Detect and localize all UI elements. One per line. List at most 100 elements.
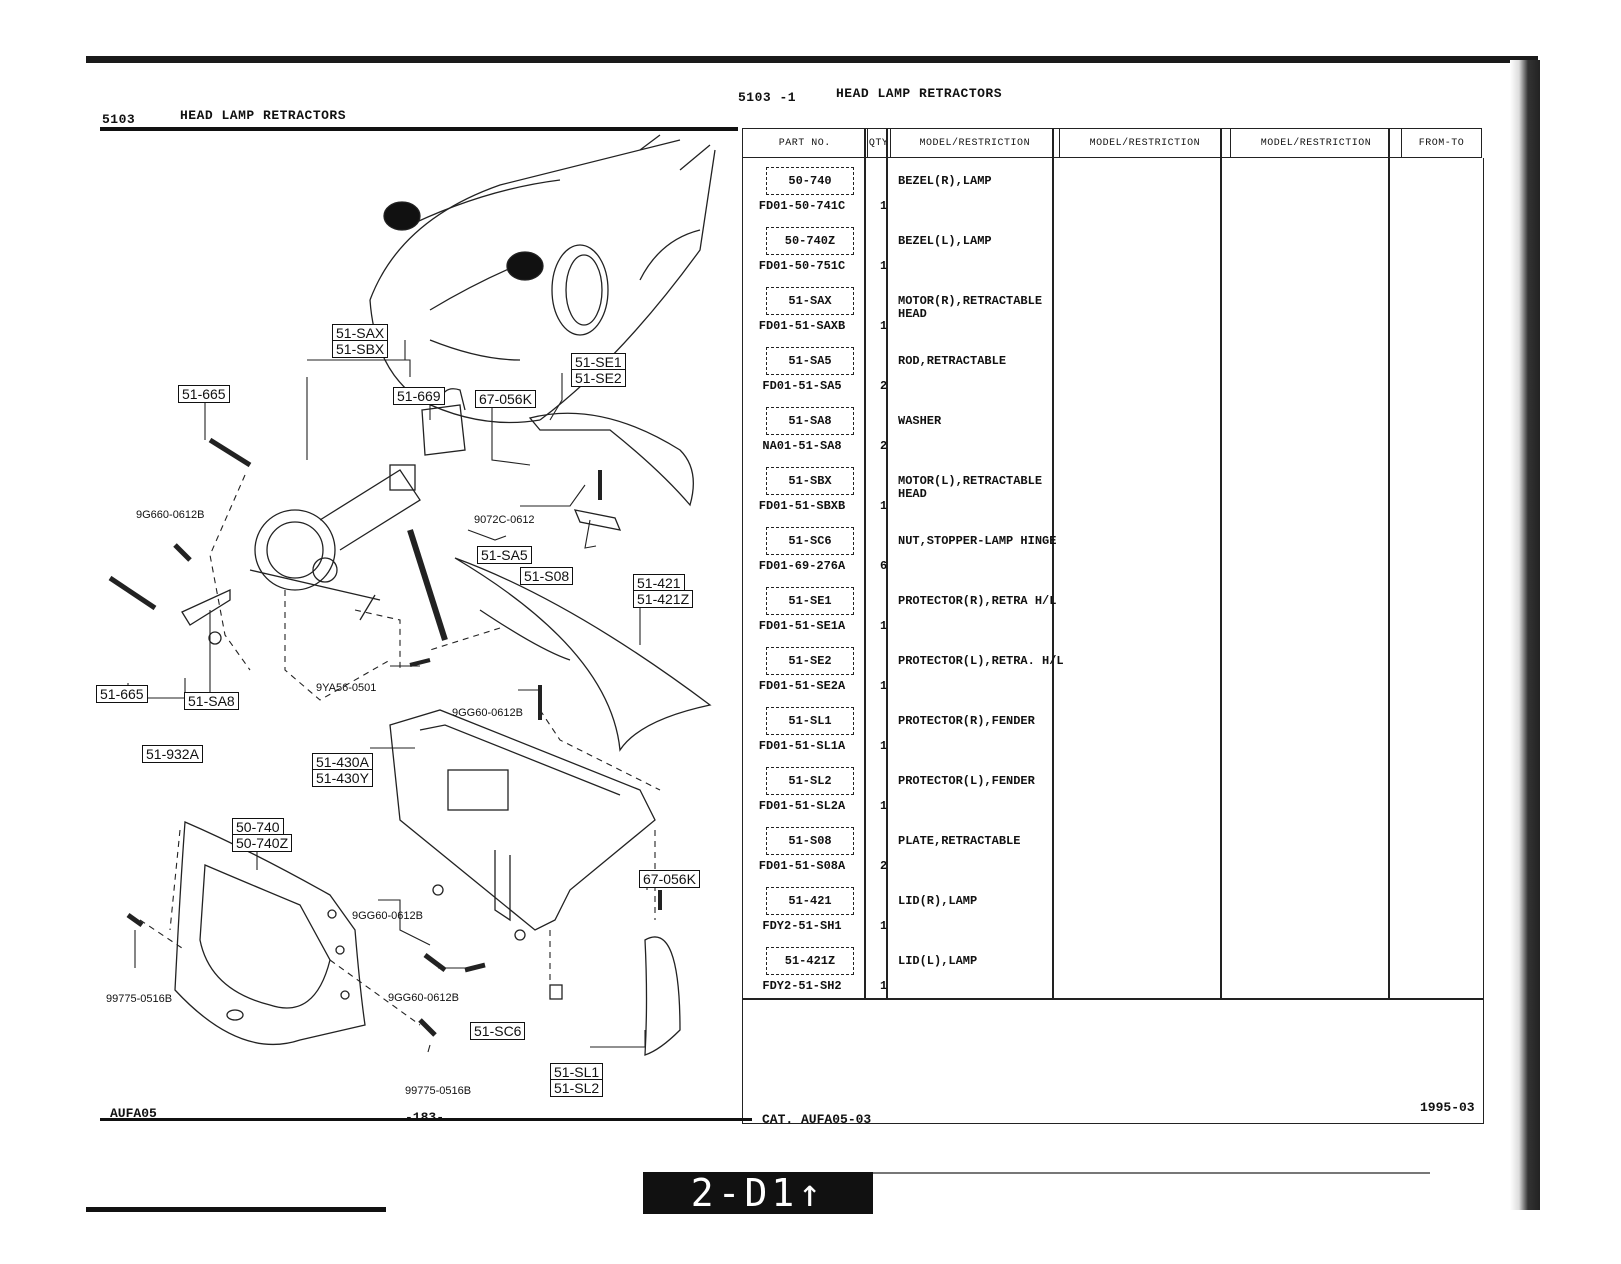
left-header-rule bbox=[100, 127, 738, 131]
ref-number: 51-SAX bbox=[766, 287, 854, 315]
page-stamp: 2-D1↑ bbox=[643, 1172, 873, 1214]
description: WASHER bbox=[898, 414, 942, 428]
ref-number: 51-SA5 bbox=[766, 347, 854, 375]
description: PROTECTOR(R),FENDER bbox=[898, 714, 1035, 728]
exploded-parts-diagram bbox=[108, 134, 716, 1056]
col-divider bbox=[864, 128, 866, 998]
ref-number: 51-SE1 bbox=[766, 587, 854, 615]
callout-51-sax: 51-SAX bbox=[332, 324, 389, 342]
col-model-2: MODEL/RESTRICTION bbox=[1058, 128, 1231, 158]
col-model-1: MODEL/RESTRICTION bbox=[889, 128, 1060, 158]
callout-9072c-0612: 9072C-0612 bbox=[474, 514, 535, 526]
description: PROTECTOR(R),RETRA H/L bbox=[898, 594, 1057, 608]
quantity: 2 bbox=[880, 859, 888, 873]
part-number: FDY2-51-SH2 bbox=[762, 979, 842, 993]
ref-number: 51-SL1 bbox=[766, 707, 854, 735]
table-header-row: PART NO. QTY MODEL/RESTRICTION MODEL/RES… bbox=[742, 128, 1482, 158]
table-body bbox=[742, 158, 1484, 1124]
callout-9gg60-0612b-d: 9GG60-0612B bbox=[388, 992, 459, 1004]
motor-illustration bbox=[249, 464, 421, 621]
quantity: 1 bbox=[880, 799, 888, 813]
callout-51-sc6: 51-SC6 bbox=[470, 1022, 526, 1040]
callout-51-421z: 51-421Z bbox=[633, 590, 694, 608]
part-number: FD01-51-SAXB bbox=[758, 319, 846, 333]
ref-number: 51-SE2 bbox=[766, 647, 854, 675]
ref-number: 51-SL2 bbox=[766, 767, 854, 795]
callout-99775-0516b: 99775-0516B bbox=[106, 993, 173, 1005]
quantity: 1 bbox=[880, 259, 888, 273]
part-number: FD01-51-S08A bbox=[758, 859, 846, 873]
footer-code: AUFA05 bbox=[110, 1106, 157, 1121]
part-number: FD01-51-SL2A bbox=[758, 799, 846, 813]
connector-illustration bbox=[421, 404, 466, 456]
parts-table: PART NO. QTY MODEL/RESTRICTION MODEL/RES… bbox=[742, 128, 1482, 158]
description: MOTOR(L),RETRACTABLE HEAD bbox=[898, 474, 1043, 501]
callout-9gg60-0612b-c: 9GG60-0612B bbox=[352, 910, 423, 922]
description: NUT,STOPPER-LAMP HINGE bbox=[898, 534, 1057, 548]
left-section-title: HEAD LAMP RETRACTORS bbox=[180, 108, 347, 123]
col-divider bbox=[1220, 128, 1222, 998]
table-end-rule bbox=[742, 998, 1484, 1000]
quantity: 1 bbox=[880, 919, 888, 933]
callout-9gg60-0612b: 9GG60-0612B bbox=[452, 707, 523, 719]
description: LID(R),LAMP bbox=[898, 894, 978, 908]
callout-51-sl1: 51-SL1 bbox=[550, 1063, 604, 1081]
ref-number: 51-SC6 bbox=[766, 527, 854, 555]
quantity: 1 bbox=[880, 679, 888, 693]
part-number: FD01-51-SA5 bbox=[762, 379, 842, 393]
car-illustration bbox=[369, 134, 716, 424]
description: ROD,RETRACTABLE bbox=[898, 354, 1007, 368]
part-number: FD01-51-SE2A bbox=[758, 679, 846, 693]
ref-number: 50-740Z bbox=[766, 227, 854, 255]
ref-number: 51-S08 bbox=[766, 827, 854, 855]
left-section-code: 5103 bbox=[102, 112, 136, 127]
callout-51-sbx: 51-SBX bbox=[332, 340, 389, 358]
list-item[interactable]: 51-421Z FDY2-51-SH2 1 LID(L),LAMP bbox=[742, 945, 1482, 1005]
ref-number: 51-SA8 bbox=[766, 407, 854, 435]
callout-51-430a: 51-430A bbox=[312, 753, 373, 771]
quantity: 1 bbox=[880, 739, 888, 753]
callout-9g660-0612b: 9G660-0612B bbox=[136, 509, 205, 521]
description: PLATE,RETRACTABLE bbox=[898, 834, 1021, 848]
right-section-code: 5103 -1 bbox=[738, 90, 797, 105]
callout-9ya56-0501: 9YA56-0501 bbox=[316, 682, 377, 694]
bezel-illustration bbox=[174, 821, 366, 1046]
part-number: FD01-51-SL1A bbox=[758, 739, 846, 753]
col-divider bbox=[886, 128, 888, 998]
description: LID(L),LAMP bbox=[898, 954, 978, 968]
callout-67-056k-b: 67-056K bbox=[639, 870, 700, 888]
description: PROTECTOR(L),RETRA. H/L bbox=[898, 654, 1064, 668]
description: BEZEL(L),LAMP bbox=[898, 234, 992, 248]
description: MOTOR(R),RETRACTABLE HEAD bbox=[898, 294, 1043, 321]
quantity: 2 bbox=[880, 379, 888, 393]
ref-number: 50-740 bbox=[766, 167, 854, 195]
fender-protector-illustration bbox=[644, 936, 681, 1056]
col-model-3: MODEL/RESTRICTION bbox=[1229, 128, 1403, 158]
part-number: FD01-51-SBXB bbox=[758, 499, 846, 513]
callout-51-430y: 51-430Y bbox=[312, 769, 373, 787]
quantity: 2 bbox=[880, 439, 888, 453]
ref-number: 51-421 bbox=[766, 887, 854, 915]
catalog-date: 1995-03 bbox=[1420, 1100, 1475, 1115]
top-border bbox=[86, 56, 1538, 63]
callout-67-056k: 67-056K bbox=[475, 390, 536, 408]
page-edge-shadow bbox=[1510, 60, 1540, 1210]
left-footer-rule bbox=[100, 1118, 752, 1121]
bottom-rule bbox=[86, 1207, 386, 1212]
ref-number: 51-SBX bbox=[766, 467, 854, 495]
quantity: 1 bbox=[880, 979, 888, 993]
ref-number: 51-421Z bbox=[766, 947, 854, 975]
